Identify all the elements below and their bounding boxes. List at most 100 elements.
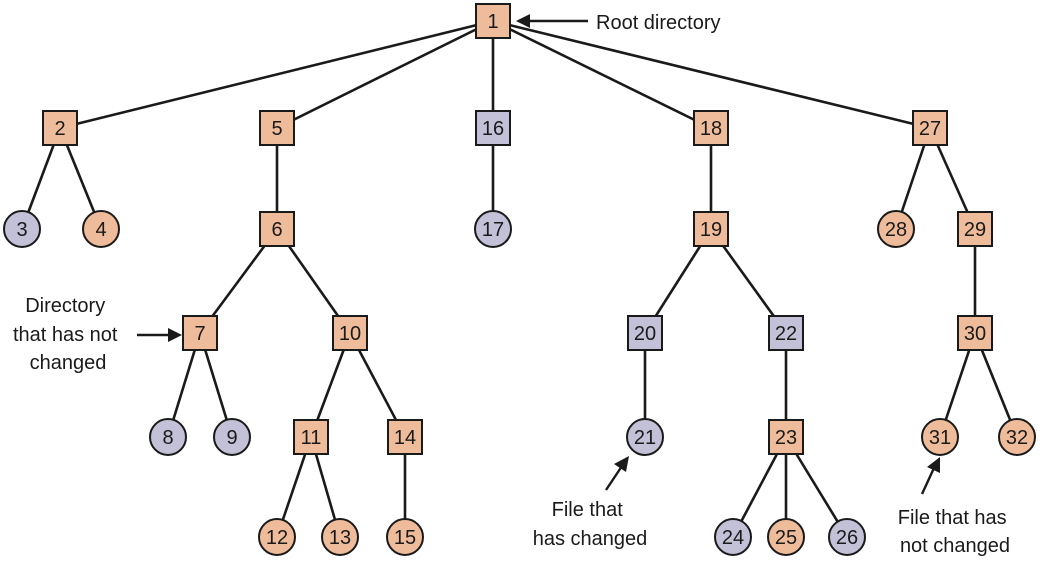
- directory-node-19: 19: [693, 211, 729, 247]
- directory-node-20: 20: [627, 315, 663, 351]
- directory-box: [957, 211, 993, 247]
- file-circle: [3, 210, 41, 248]
- file-circle: [82, 210, 120, 248]
- file-node-28: 28: [877, 210, 915, 248]
- file-node-17: 17: [474, 210, 512, 248]
- directory-box: [293, 419, 329, 455]
- node-label: 26: [836, 527, 858, 549]
- file-circle: [149, 418, 187, 456]
- edge-1-2: [59, 19, 494, 130]
- directory-node-27: 27: [912, 110, 948, 146]
- file-circle: [626, 418, 664, 456]
- directory-box: [332, 315, 368, 351]
- file-node-13: 13: [321, 518, 359, 556]
- file-node-4: 4: [82, 210, 120, 248]
- directory-box: [693, 110, 729, 146]
- file-changed-arrow-head: [614, 456, 629, 472]
- file-circle: [998, 418, 1036, 456]
- file-node-24: 24: [714, 518, 752, 556]
- node-label: 13: [329, 527, 351, 549]
- node-label: 28: [885, 219, 907, 241]
- file-node-3: 3: [3, 210, 41, 248]
- directory-box: [42, 110, 78, 146]
- file-node-9: 9: [213, 418, 251, 456]
- dir-unchanged-annotation-text: Directory that has not changed: [13, 295, 123, 374]
- node-label: 5: [271, 118, 282, 140]
- directory-box: [693, 211, 729, 247]
- directory-box: [387, 419, 423, 455]
- file-changed-arrow-line: [605, 465, 623, 491]
- file-circle: [767, 518, 805, 556]
- annotation-file-changed: File that has changed: [533, 456, 648, 550]
- directory-node-11: 11: [293, 419, 329, 455]
- edge-1-18: [492, 19, 712, 130]
- root-arrow-head: [516, 14, 530, 28]
- file-node-31: 31: [921, 418, 959, 456]
- node-label: 10: [339, 323, 361, 345]
- node-label: 20: [634, 323, 656, 345]
- edge-1-27: [492, 19, 931, 130]
- file-circle: [714, 518, 752, 556]
- node-label: 2: [54, 118, 65, 140]
- node-label: 11: [301, 427, 322, 449]
- node-label: 19: [700, 219, 722, 241]
- node-label: 31: [929, 427, 951, 449]
- node-label: 14: [394, 427, 416, 449]
- file-node-26: 26: [828, 518, 866, 556]
- node-label: 17: [482, 219, 504, 241]
- file-circle: [213, 418, 251, 456]
- node-label: 25: [775, 527, 797, 549]
- directory-node-18: 18: [693, 110, 729, 146]
- directory-node-7: 7: [182, 315, 218, 351]
- directory-box: [768, 315, 804, 351]
- file-circle: [877, 210, 915, 248]
- node-label: 6: [271, 219, 282, 241]
- node-label: 3: [16, 219, 27, 241]
- directory-node-23: 23: [768, 419, 804, 455]
- directory-box: [627, 315, 663, 351]
- directory-node-1: 1: [475, 3, 511, 39]
- node-label: 30: [964, 323, 986, 345]
- directory-node-10: 10: [332, 315, 368, 351]
- node-label: 1: [487, 11, 498, 33]
- file-circle: [921, 418, 959, 456]
- directory-node-29: 29: [957, 211, 993, 247]
- node-label: 22: [775, 323, 797, 345]
- file-node-25: 25: [767, 518, 805, 556]
- file-node-8: 8: [149, 418, 187, 456]
- directory-node-16: 16: [475, 110, 511, 146]
- node-label: 9: [226, 427, 237, 449]
- file-changed-annotation-text: File that has changed: [533, 499, 648, 550]
- file-node-32: 32: [998, 418, 1036, 456]
- node-label: 27: [919, 118, 941, 140]
- directory-node-22: 22: [768, 315, 804, 351]
- root-annotation-text: Root directory: [596, 12, 721, 34]
- node-label: 16: [482, 118, 504, 140]
- annotation-root-directory: Root directory: [516, 12, 721, 34]
- file-circle: [321, 518, 359, 556]
- directory-box: [259, 211, 295, 247]
- file-node-21: 21: [626, 418, 664, 456]
- node-label: 8: [162, 427, 173, 449]
- annotation-directory-not-changed: Directory that has not changed: [13, 295, 182, 374]
- node-label: 23: [775, 427, 797, 449]
- node-label: 4: [95, 219, 106, 241]
- directory-node-2: 2: [42, 110, 78, 146]
- directory-box: [475, 110, 511, 146]
- tree-edges: [20, 19, 1019, 538]
- node-label: 7: [194, 323, 205, 345]
- directory-node-14: 14: [387, 419, 423, 455]
- node-label: 15: [394, 527, 416, 549]
- file-circle: [828, 518, 866, 556]
- node-label: 24: [722, 527, 744, 549]
- directory-node-5: 5: [259, 110, 295, 146]
- directory-node-30: 30: [957, 315, 993, 351]
- file-circle: [474, 210, 512, 248]
- directory-box: [912, 110, 948, 146]
- node-label: 32: [1006, 427, 1028, 449]
- directory-box: [259, 110, 295, 146]
- file-unchanged-arrow-head: [927, 457, 940, 473]
- directory-box: [182, 315, 218, 351]
